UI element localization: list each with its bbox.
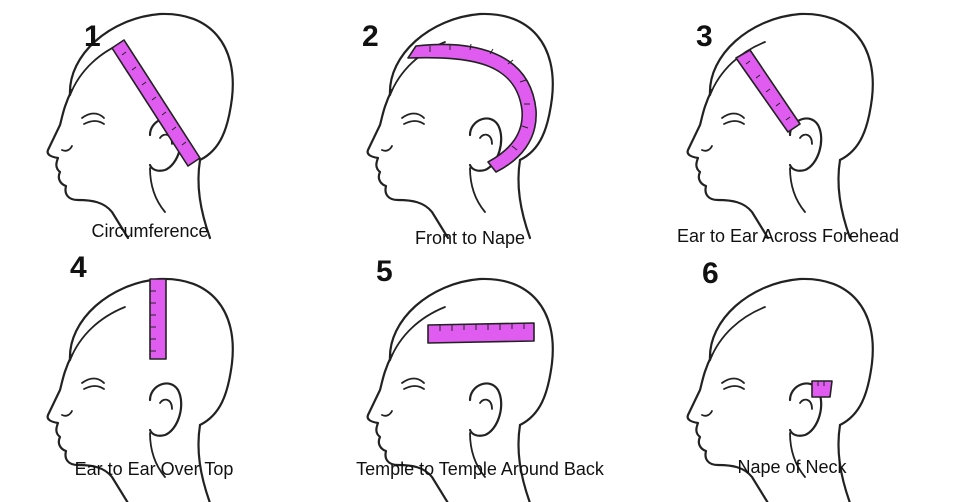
tape-ticks [150, 290, 156, 352]
step-number: 5 [376, 255, 393, 288]
step-number: 1 [84, 20, 101, 53]
step-number: 2 [362, 20, 379, 53]
head-circumference-illustration [46, 12, 234, 240]
step-number: 6 [702, 257, 719, 290]
step-number: 4 [70, 251, 87, 284]
head-front-to-nape-illustration [366, 12, 554, 240]
step-caption: Front to Nape [414, 228, 526, 248]
step-caption: Ear to Ear Across Forehead [676, 226, 900, 246]
step-5-panel: 5 Temple to Temple Around Back [320, 251, 640, 502]
head-ear-to-ear-over-top-illustration [46, 277, 234, 502]
step-2-panel: 2 Front to Nape [320, 0, 640, 251]
tape-ticks [429, 43, 530, 151]
step-1-panel: 1 Circumference [0, 0, 320, 251]
step-4-panel: 4 Ear to Ear Over Top [0, 251, 320, 502]
tape-ticks [817, 381, 825, 386]
step-caption: Circumference [91, 221, 209, 241]
step-caption: Nape of Neck [737, 457, 847, 477]
step-caption: Temple to Temple Around Back [356, 459, 604, 479]
tape-ticks [439, 323, 525, 331]
tape-ticks [121, 51, 187, 146]
step-6-panel: 6 Nape of Neck [640, 251, 960, 502]
tape-measure [427, 322, 535, 344]
tape-measure [407, 43, 537, 173]
head-nape-of-neck-illustration [686, 277, 874, 502]
step-caption: Ear to Ear Over Top [74, 459, 234, 479]
step-3-panel: 3 Ear to Ear Across Forehead [640, 0, 960, 251]
step-number: 3 [696, 20, 713, 53]
head-temple-to-temple-illustration [366, 277, 554, 502]
tape-measure [811, 380, 833, 398]
head-ear-to-ear-forehead-illustration [686, 12, 874, 240]
tape-measure [111, 39, 201, 167]
tape-ticks [745, 60, 791, 121]
